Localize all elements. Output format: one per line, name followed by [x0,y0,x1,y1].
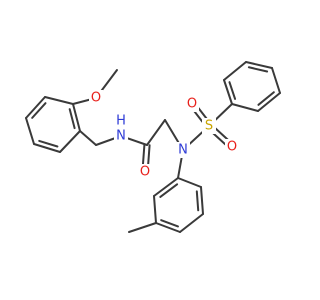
atom-label-background [89,90,103,106]
methoxyphenyl-ring-double-bond [31,102,47,119]
phenyl-ring-bond [231,103,259,112]
sulfur-label: S [205,119,213,134]
tolyl-ring-double-bond [155,222,181,233]
bond-layer [25,61,281,233]
tolyl-ring-double-bond [160,219,179,228]
aryl-methyl-bond [128,222,157,233]
atom-label-background [114,113,128,129]
tolyl-ring-bond [177,177,202,188]
methoxyphenyl-ring-double-bond [72,103,81,132]
tolyl-ring-double-bond [159,183,179,198]
methoxyphenyl-ring-bond [44,96,74,105]
alpha-carbon-bond [146,119,166,146]
atom-label-background [185,96,199,112]
carbonyl-oxygen-label: O [140,165,150,180]
phenyl-ring-double-bond [247,66,269,73]
tolyl-ring-double-bond [195,190,200,212]
phenyl-ring-bond [223,61,247,81]
sulfonamide-nitrogen-label: N [178,143,188,158]
phenyl-ring-double-bond [257,91,275,106]
methoxyphenyl-ring-double-bond [33,143,61,153]
sulfonyl-oxygen-label: O [187,97,197,112]
atom-label-background [176,142,190,158]
methoxy-oxygen-label: O [91,91,101,106]
tolyl-ring-double-bond [200,186,204,215]
sulfonyl-oxygen-label: O [227,140,237,155]
phenyl-ring-double-bond [245,61,273,69]
amide-hydrogen-label: H [116,114,126,129]
methoxyphenyl-ring-double-bond [25,96,46,119]
phenyl-ring-double-bond [228,81,237,100]
atom-label-background [114,128,128,144]
methoxyphenyl-ring-bond [25,117,35,145]
tolyl-ring-bond [153,195,157,224]
phenyl-ring-double-bond [223,79,233,105]
atom-label-background [225,139,239,155]
tolyl-ring-double-bond [153,177,179,197]
phenyl-ring-bond [271,67,281,94]
tolyl-ring-bond [179,213,204,233]
phenyl-ring-double-bond [257,92,281,112]
methoxyphenyl-ring-bond [59,130,81,153]
amide-nitrogen-label: N [116,129,126,144]
methoxyphenyl-ring-double-bond [68,108,76,130]
methoxyphenyl-ring-double-bond [38,139,59,148]
atom-label-background [138,164,152,180]
atom-label-background [202,118,216,134]
benzyl-bond [79,130,97,146]
